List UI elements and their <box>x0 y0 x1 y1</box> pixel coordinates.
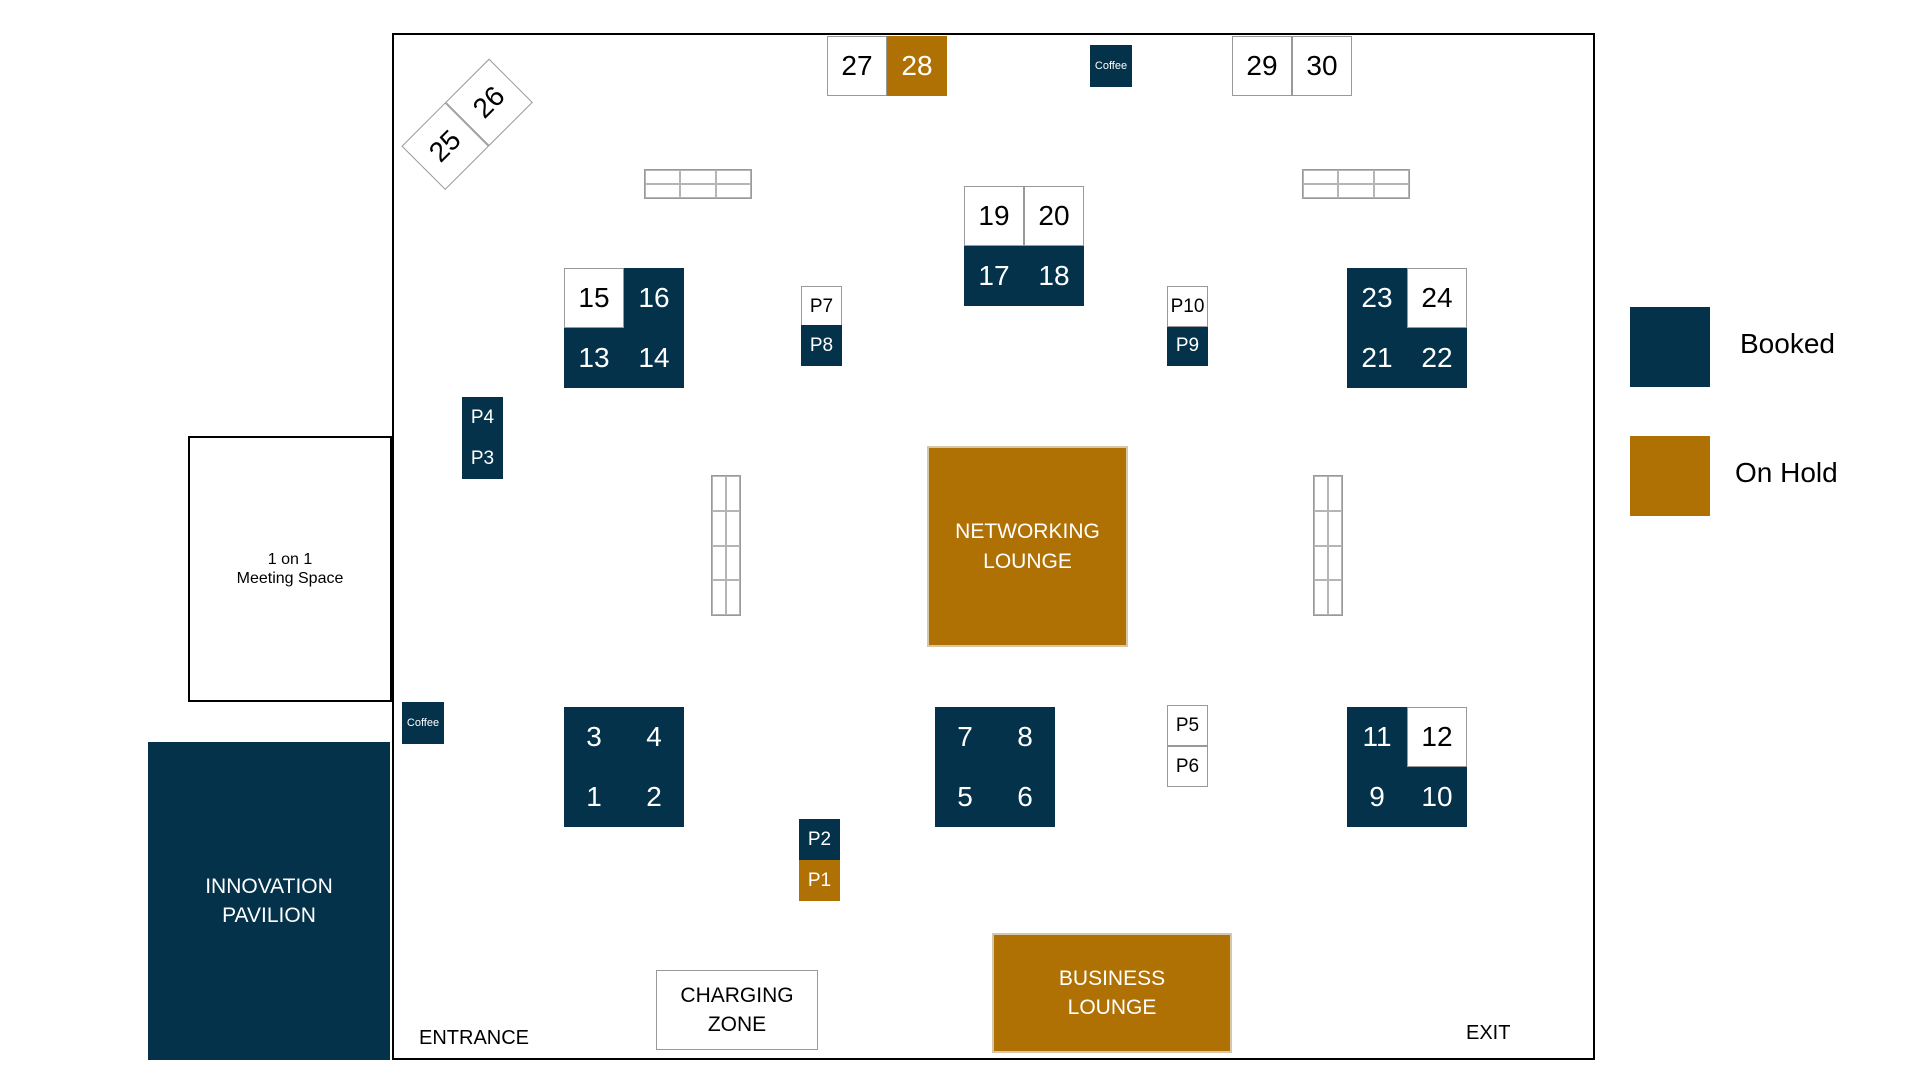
booth-24[interactable]: 24 <box>1407 268 1467 328</box>
business-lounge[interactable]: BUSINESS LOUNGE <box>992 933 1232 1053</box>
booth-28[interactable]: 28 <box>887 36 947 96</box>
booth-21[interactable]: 21 <box>1347 328 1407 388</box>
booth-22[interactable]: 22 <box>1407 328 1467 388</box>
coffee-station-left: Coffee <box>402 702 444 744</box>
legend-swatch-on-hold <box>1630 436 1710 516</box>
booth-6[interactable]: 6 <box>995 767 1055 827</box>
seating-table-mid-left <box>711 475 741 616</box>
booth-13[interactable]: 13 <box>564 328 624 388</box>
booth-5[interactable]: 5 <box>935 767 995 827</box>
pod-p6[interactable]: P6 <box>1167 746 1208 787</box>
booth-18[interactable]: 18 <box>1024 246 1084 306</box>
booth-15[interactable]: 15 <box>564 268 624 328</box>
seating-table-top-left <box>644 169 752 199</box>
booth-3[interactable]: 3 <box>564 707 624 767</box>
pod-p9[interactable]: P9 <box>1167 325 1208 366</box>
networking-lounge[interactable]: NETWORKING LOUNGE <box>927 446 1128 647</box>
booth-9[interactable]: 9 <box>1347 767 1407 827</box>
seating-table-mid-right <box>1313 475 1343 616</box>
pod-p10[interactable]: P10 <box>1167 286 1208 327</box>
meeting-space[interactable]: 1 on 1 Meeting Space <box>188 436 392 702</box>
booth-17[interactable]: 17 <box>964 246 1024 306</box>
booth-19[interactable]: 19 <box>964 186 1024 246</box>
booth-4[interactable]: 4 <box>624 707 684 767</box>
seating-table-top-right <box>1302 169 1410 199</box>
booth-30[interactable]: 30 <box>1292 36 1352 96</box>
innovation-pavilion[interactable]: INNOVATION PAVILION <box>148 742 390 1060</box>
pod-p1[interactable]: P1 <box>799 860 840 901</box>
booth-7[interactable]: 7 <box>935 707 995 767</box>
booth-29[interactable]: 29 <box>1232 36 1292 96</box>
booth-14[interactable]: 14 <box>624 328 684 388</box>
booth-20[interactable]: 20 <box>1024 186 1084 246</box>
legend-label-on-hold: On Hold <box>1735 457 1838 488</box>
legend-swatch-booked <box>1630 307 1710 387</box>
pod-p2[interactable]: P2 <box>799 819 840 860</box>
charging-zone[interactable]: CHARGING ZONE <box>656 970 818 1050</box>
coffee-station-top: Coffee <box>1090 45 1132 87</box>
entrance-label: ENTRANCE <box>419 1027 530 1049</box>
booth-23[interactable]: 23 <box>1347 268 1407 328</box>
booth-16[interactable]: 16 <box>624 268 684 328</box>
booth-2[interactable]: 2 <box>624 767 684 827</box>
legend-label-booked: Booked <box>1740 328 1835 359</box>
booth-10[interactable]: 10 <box>1407 767 1467 827</box>
booth-1[interactable]: 1 <box>564 767 624 827</box>
booth-8[interactable]: 8 <box>995 707 1055 767</box>
pod-p8[interactable]: P8 <box>801 325 842 366</box>
booth-11[interactable]: 11 <box>1347 707 1407 767</box>
pod-p7[interactable]: P7 <box>801 286 842 327</box>
exit-label: EXIT <box>1466 1022 1511 1044</box>
pod-p4[interactable]: P4 <box>462 397 503 438</box>
pod-p5[interactable]: P5 <box>1167 705 1208 746</box>
booth-12[interactable]: 12 <box>1407 707 1467 767</box>
booth-27[interactable]: 27 <box>827 36 887 96</box>
pod-p3[interactable]: P3 <box>462 438 503 479</box>
